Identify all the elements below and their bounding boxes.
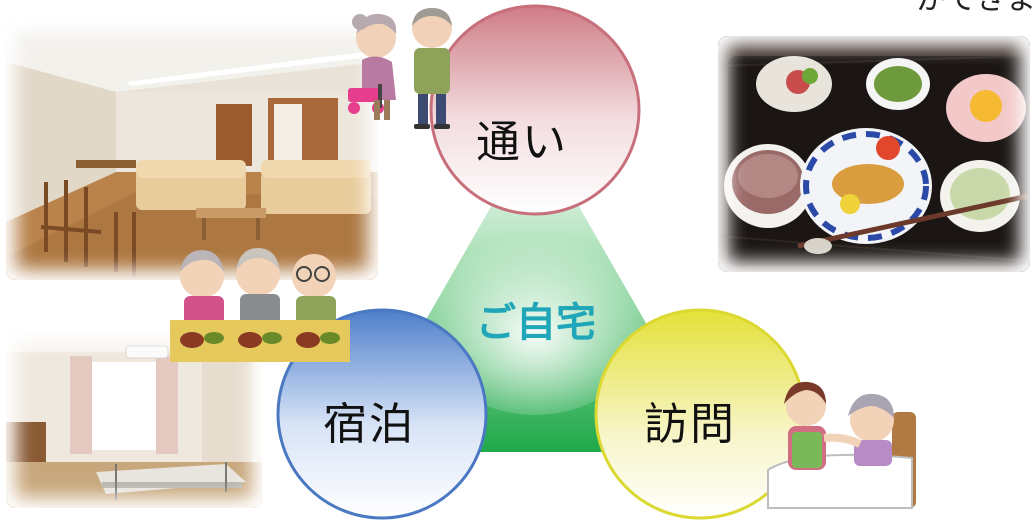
caregiver-bed-icon xyxy=(767,381,916,509)
elderly-couple-walking-icon xyxy=(348,8,452,129)
lounge-photo xyxy=(6,22,378,280)
circle-top-label: 通い xyxy=(476,117,568,168)
circle-right-label: 訪問 xyxy=(644,399,736,450)
center-label: ご自宅 xyxy=(476,300,596,346)
circle-top xyxy=(429,4,641,216)
elderly-eating-icon xyxy=(170,248,350,362)
top-caption: かできます xyxy=(916,0,1036,18)
circle-left-label: 宿泊 xyxy=(323,399,415,450)
circle-left xyxy=(276,308,488,520)
meal-photo xyxy=(718,36,1030,272)
